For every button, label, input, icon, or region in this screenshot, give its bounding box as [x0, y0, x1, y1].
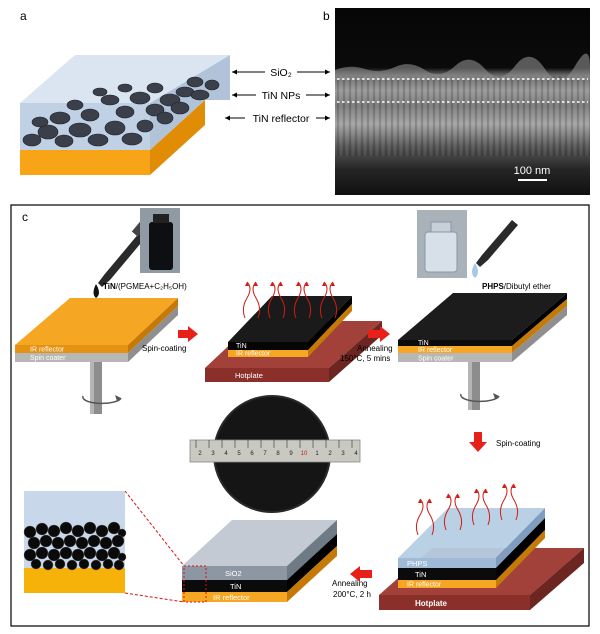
step2-vapor-arrows — [242, 281, 338, 319]
step1-substrate: IR reflector Spin coater — [15, 298, 178, 414]
arrow-step2-3 — [368, 326, 390, 342]
step2-hotplate-label: Hotplate — [235, 371, 263, 380]
step4-hotplate-label: Hotplate — [415, 599, 448, 608]
label-tin-nps: TiN NPs — [262, 90, 301, 102]
step4-tin-label: TiN — [415, 570, 426, 579]
arrow4-label-1: Annealing — [332, 579, 368, 588]
step4-hotplate-assembly: Hotplate PHPS TiN IR reflector — [379, 508, 584, 610]
arrow1-label: Spin-coating — [142, 344, 186, 353]
arrow2-label-2: 150°C, 5 mins — [340, 354, 390, 363]
step2-ir-label: IR reflector — [236, 351, 271, 358]
scale-bar-label: 100 nm — [514, 165, 551, 177]
step4-ir-label: IR reflector — [407, 582, 442, 589]
ruler-ticks — [195, 440, 353, 448]
step4-vapor-heads — [418, 484, 516, 503]
phps-bottle-photo — [417, 210, 467, 278]
panel-a-labels: SiO₂ TiN NPs TiN reflector — [225, 67, 330, 125]
step2-vapor-heads — [245, 282, 335, 286]
arrow3-label: Spin-coating — [496, 439, 540, 448]
zoom-inset — [23, 490, 185, 603]
step3-spin-coater-label: Spin coater — [418, 356, 454, 363]
step5-ir-label: IR reflector — [213, 593, 250, 602]
panel-c-label: c — [22, 210, 28, 224]
ruler-num: 3 — [211, 451, 215, 457]
inset-nanoparticles — [23, 521, 127, 571]
panel-b-label: b — [323, 9, 330, 23]
arrow2-label-1: Annealing — [357, 344, 393, 353]
ruler-num: 4 — [224, 451, 228, 457]
step4-vapor-arrows — [415, 483, 519, 536]
panel-a-schematic — [20, 55, 230, 175]
sio2-top — [20, 55, 230, 103]
ruler-num: 2 — [198, 451, 202, 457]
arrow-step1-2 — [178, 326, 198, 342]
step3-tin-label: TiN — [418, 340, 429, 347]
ruler-num: 6 — [250, 451, 254, 457]
ruler-num: 5 — [237, 451, 241, 457]
ruler-num: 3 — [341, 451, 345, 457]
ruler-num: 8 — [276, 451, 280, 457]
ruler-num: 9 — [289, 451, 293, 457]
tin-nanoparticles — [22, 76, 220, 148]
step3-substrate: TiN IR reflector Spin coater — [398, 293, 567, 410]
step3-ir-label: IR reflector — [418, 347, 453, 354]
ruler-num: 2 — [328, 451, 332, 457]
tin-reflector-front — [20, 150, 150, 175]
label-tin-reflector: TiN reflector — [253, 113, 310, 125]
step1-spin-coater-label: Spin coater — [30, 355, 66, 362]
step1-ir-reflector-label: IR reflector — [30, 347, 65, 354]
phps-precursor-label: PHPS/Dibutyl ether — [482, 282, 551, 291]
tin-bottle-photo — [140, 208, 180, 273]
step5-sio2-label: SiO2 — [225, 569, 242, 578]
arrow-step3-4 — [469, 432, 487, 452]
label-sio2: SiO₂ — [270, 67, 292, 79]
ruler-num: 1 — [315, 451, 319, 457]
step4-phps-label: PHPS — [407, 559, 427, 568]
step5-tin-label: TiN — [230, 582, 241, 591]
step2-tin-label: TiN — [236, 343, 247, 350]
ruler-num: 7 — [263, 451, 267, 457]
arrow-step4-5 — [350, 566, 372, 582]
ruler-num: 4 — [354, 451, 358, 457]
tin-reflector-side — [150, 100, 205, 175]
phps-dropper — [472, 220, 518, 278]
sem-image: 100 nm — [335, 8, 590, 195]
step5-final-stack: SiO2 TiN IR reflector — [182, 520, 337, 603]
zoom-box — [183, 565, 207, 603]
sio2-side — [150, 55, 230, 150]
tin-precursor-label: TiN/(PGMEA+C₂H₅OH) — [103, 282, 187, 291]
ruler-num: 10 — [301, 451, 308, 457]
panel-a-label: a — [20, 9, 27, 23]
wafer-photo: 2 3 4 5 6 7 8 9 10 1 2 3 4 — [189, 395, 361, 513]
arrow4-label-2: 200°C, 2 h — [333, 590, 371, 599]
